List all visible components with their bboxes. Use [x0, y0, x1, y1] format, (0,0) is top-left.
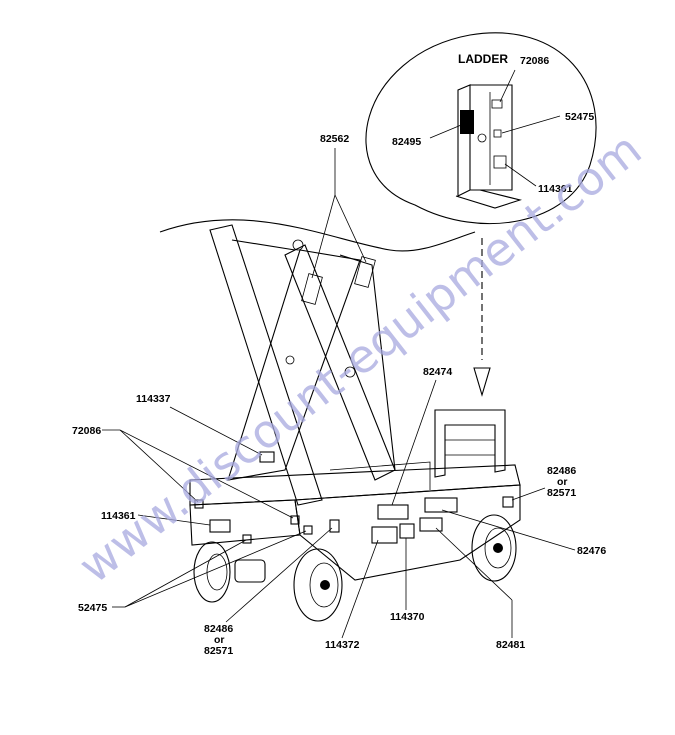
decal-82474 [377, 504, 409, 520]
decal-82562-right [354, 256, 376, 288]
detail-arrow [473, 238, 491, 397]
decal-72086-mark [491, 99, 503, 109]
label-114372: 114372 [325, 639, 360, 651]
label-82486-bottom-a: 82486 [204, 623, 233, 635]
decal-114370 [399, 523, 415, 539]
callouts: 82562 82474 114337 72086 114361 82486 or… [72, 133, 606, 657]
decal-82495-mark [460, 110, 474, 134]
label-114370: 114370 [390, 611, 425, 623]
wheel-front-left [193, 541, 231, 603]
label-114337: 114337 [136, 393, 171, 405]
decal-82486-bottom [329, 519, 340, 533]
decal-114337 [259, 451, 275, 463]
label-82486-bottom-b: 82571 [204, 645, 233, 657]
label-114361: 114361 [101, 510, 136, 522]
label-82474: 82474 [423, 366, 452, 378]
inset-label-114361: 114361 [538, 183, 573, 195]
decal-52475-mark [493, 129, 502, 138]
decal-82562-left [301, 273, 323, 305]
wheel-front-right [293, 548, 343, 622]
decal-82486-right [502, 496, 514, 508]
decal-82481 [419, 517, 443, 532]
inset-label-82495: 82495 [392, 136, 421, 148]
label-72086: 72086 [72, 425, 101, 437]
decal-82476 [424, 497, 458, 513]
watermark: www.discount-equipment.com [69, 122, 652, 594]
inset-title: LADDER [458, 52, 508, 66]
wheel-rear-right [471, 514, 517, 582]
decal-52475-left [242, 534, 252, 544]
label-82476: 82476 [577, 545, 606, 557]
label-82486-right-a: 82486 [547, 465, 576, 477]
decal-114372 [371, 526, 398, 544]
label-82486-right-b: 82571 [547, 487, 576, 499]
decal-72086-left [194, 499, 204, 509]
label-52475: 52475 [78, 602, 107, 614]
scissor-lift-drawing [159, 219, 521, 622]
ladder-drawing [455, 84, 523, 209]
label-82486-right-or: or [557, 476, 568, 488]
inset-label-52475: 52475 [565, 111, 594, 123]
label-82562: 82562 [320, 133, 349, 145]
decal-114361 [209, 519, 231, 533]
ladder-detail-inset: LADDER 72086 52475 82495 114361 [365, 32, 597, 225]
decal-52475-right [303, 525, 313, 535]
inset-label-72086: 72086 [520, 55, 549, 67]
label-82486-bottom-or: or [214, 634, 225, 646]
decal-114361-inset-mark [493, 155, 507, 169]
label-82481: 82481 [496, 639, 525, 651]
decal-72086-right [290, 515, 300, 525]
